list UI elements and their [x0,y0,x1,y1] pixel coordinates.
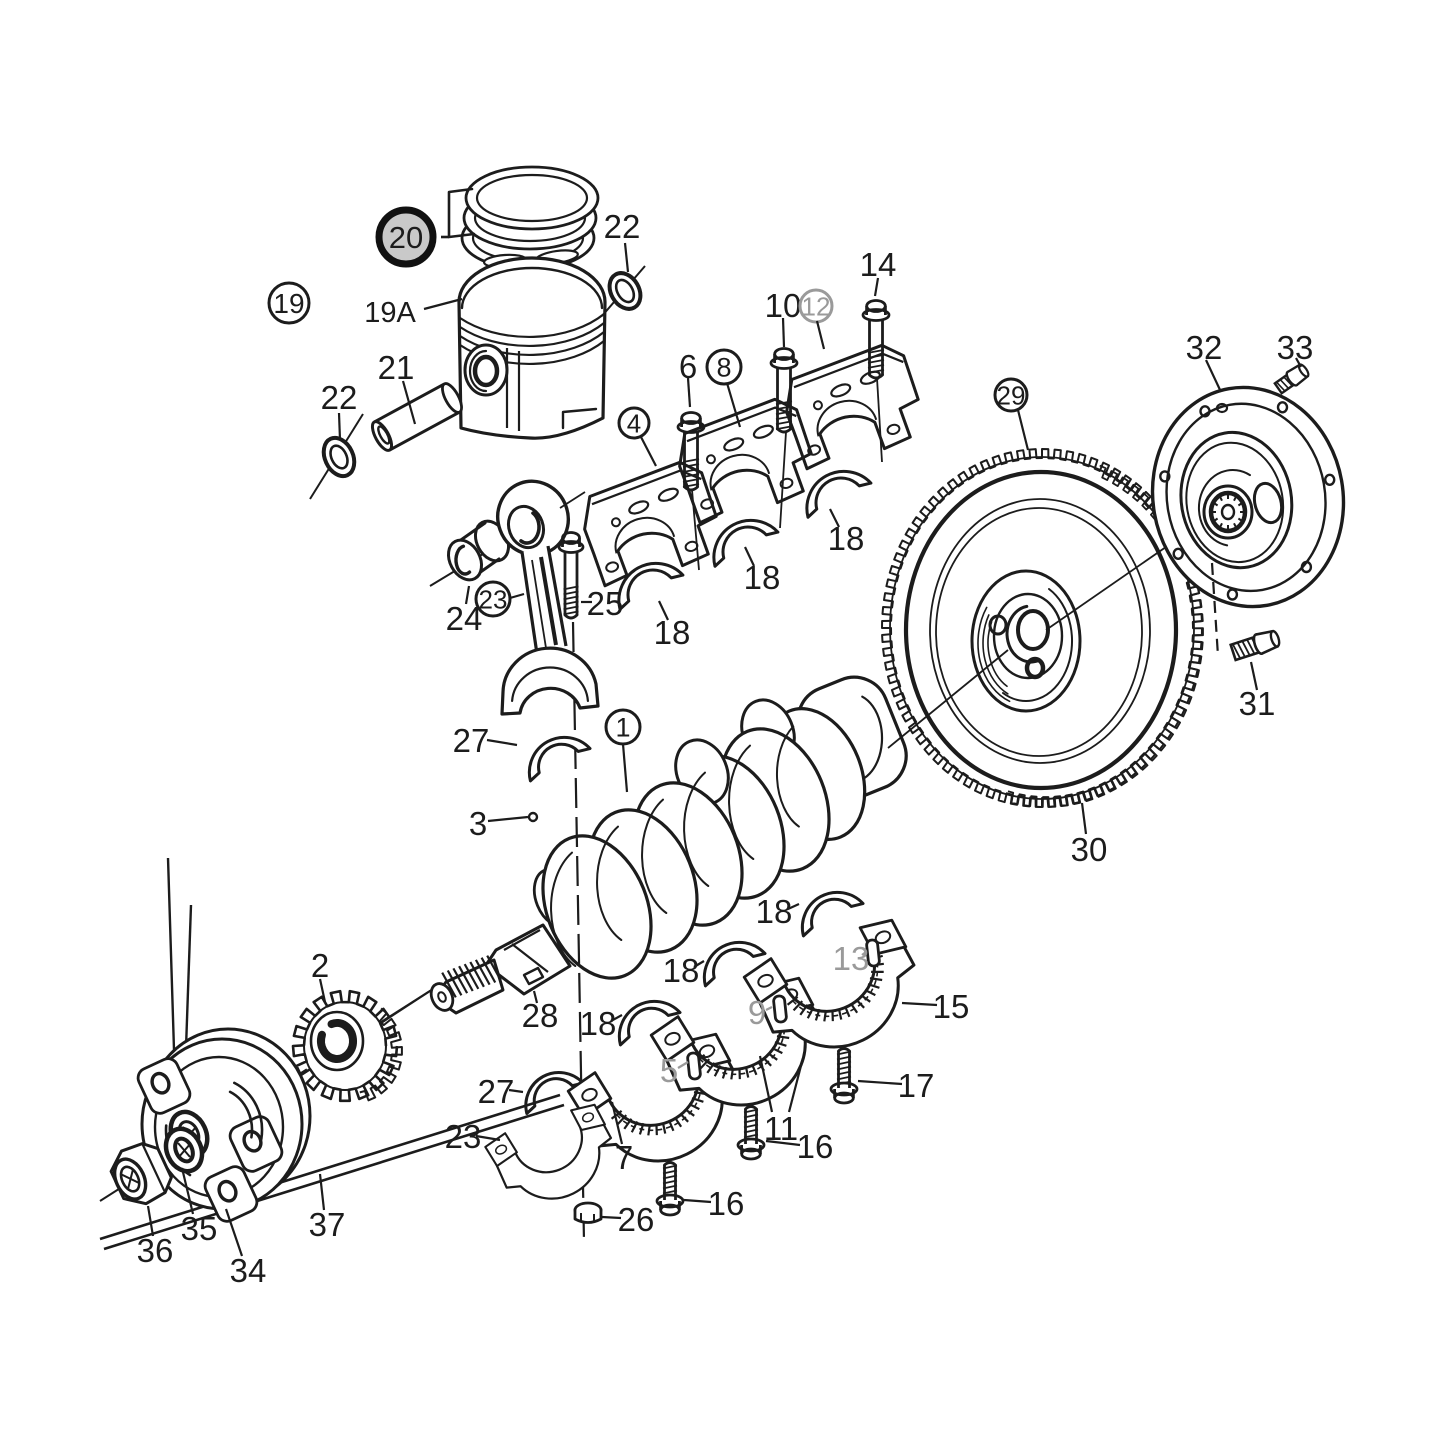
svg-text:21: 21 [378,349,415,386]
svg-text:34: 34 [230,1252,267,1289]
svg-text:25: 25 [587,585,624,622]
svg-text:26: 26 [618,1201,655,1238]
svg-text:4: 4 [627,408,641,438]
svg-text:18: 18 [654,614,691,651]
svg-text:7: 7 [615,1139,633,1176]
svg-text:20: 20 [389,220,423,255]
svg-text:16: 16 [708,1185,745,1222]
svg-text:10: 10 [765,287,802,324]
svg-text:19A: 19A [364,297,416,329]
svg-text:14: 14 [860,246,897,283]
svg-text:18: 18 [828,520,865,557]
svg-text:13: 13 [833,940,870,977]
svg-text:12: 12 [802,291,831,321]
svg-text:6: 6 [679,348,697,385]
svg-text:27: 27 [478,1073,515,1110]
svg-text:29: 29 [997,380,1026,410]
svg-text:35: 35 [181,1210,218,1247]
svg-text:30: 30 [1071,831,1108,868]
svg-text:22: 22 [321,379,358,416]
svg-text:2: 2 [311,947,329,984]
svg-text:23: 23 [445,1118,482,1155]
svg-text:36: 36 [137,1232,174,1269]
svg-text:22: 22 [604,208,641,245]
svg-text:1: 1 [615,713,630,743]
svg-text:18: 18 [663,952,700,989]
svg-text:18: 18 [756,893,793,930]
svg-text:28: 28 [522,997,559,1034]
svg-text:9: 9 [748,994,766,1031]
svg-text:16: 16 [797,1128,834,1165]
svg-text:33: 33 [1277,329,1314,366]
svg-text:17: 17 [898,1067,935,1104]
svg-text:18: 18 [580,1005,617,1042]
svg-text:37: 37 [309,1206,346,1243]
svg-text:23: 23 [479,584,508,614]
svg-text:31: 31 [1239,685,1276,722]
svg-text:5: 5 [660,1052,678,1089]
svg-text:19: 19 [273,288,304,319]
svg-text:8: 8 [716,353,731,383]
svg-text:15: 15 [933,988,970,1025]
svg-text:32: 32 [1186,329,1223,366]
svg-text:18: 18 [744,559,781,596]
svg-text:3: 3 [469,805,487,842]
svg-text:27: 27 [453,722,490,759]
